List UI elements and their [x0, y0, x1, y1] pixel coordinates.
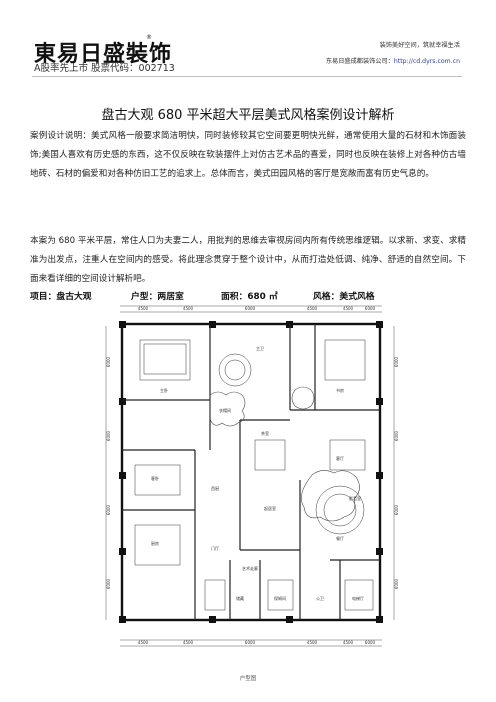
landscape-outlines	[209, 386, 360, 522]
room-label: 衣帽间	[219, 407, 231, 413]
room-label: 书房	[336, 387, 344, 393]
project-layout: 户型：两居室	[131, 292, 184, 302]
room-label: 艺术走廊	[242, 565, 258, 571]
dimension-label: 6000	[245, 306, 256, 311]
design-description-paragraph: 案例设计说明：美式风格一般要求简洁明快，同时装修较其它空间要更明快光鲜，通常使用…	[30, 131, 466, 179]
dimension-label: 6000	[245, 640, 256, 645]
floor-plan-caption: 户型图	[239, 676, 257, 682]
room-label: 西厨	[211, 485, 219, 491]
room-label: 客厅	[336, 455, 344, 461]
room-label: 餐厅	[336, 535, 344, 541]
dimension-label: 6000	[106, 504, 111, 515]
dimension-label: 4500	[138, 640, 149, 645]
room-label: 门厅	[211, 545, 219, 551]
room-label: 客卧	[151, 475, 159, 481]
project-name: 项目：盘古大观	[30, 292, 92, 302]
dimension-label: 6000	[394, 504, 399, 515]
contact-label: 东易日盛成都装饰公司：	[325, 58, 394, 65]
logo-subtitle: A股率先上市 股票代码：002713	[34, 63, 175, 74]
contact-line: 东易日盛成都装饰公司：http://cd.dyrs.com.cn	[326, 56, 460, 65]
dimension-label: 6000	[394, 356, 399, 367]
furniture	[134, 339, 374, 611]
dimension-label: 4500	[343, 306, 354, 311]
room-label: 保姆间	[274, 595, 286, 601]
top-dimension-labels: 4500 4500 6000 4500 4500 6000	[138, 306, 376, 311]
dimension-label: 6000	[394, 430, 399, 441]
bottom-dimension-labels: 4500 4500 6000 4500 4500 6000	[138, 640, 376, 645]
dimension-label: 6000	[365, 306, 376, 311]
room-label: 厨房	[151, 540, 159, 546]
registered-mark: ®	[146, 34, 152, 41]
article-title: 盘古大观 680 平米超大平层美式风格案例设计解析	[101, 108, 395, 123]
dimension-label: 4500	[183, 640, 194, 645]
room-label: 茶室	[261, 430, 269, 436]
dimension-label: 6000	[106, 578, 111, 589]
dimension-label: 6000	[106, 356, 111, 367]
dimension-label: 4500	[307, 640, 318, 645]
dimension-label: 4500	[307, 306, 318, 311]
dimension-label: 6000	[365, 640, 376, 645]
room-label: 主卧	[160, 387, 168, 393]
room-label: 起居室	[264, 505, 276, 511]
contact-url[interactable]: http://cd.dyrs.com.cn	[393, 58, 460, 65]
project-style: 风格：美式风格	[313, 292, 375, 302]
company-logo: 東易日盛裝饰	[34, 41, 173, 67]
project-area: 面积：680 ㎡	[221, 292, 278, 302]
side-dimension-labels: 6000 6000 6000 6000 6000 6000 6000 6000	[106, 356, 399, 589]
dimension-label: 6000	[106, 430, 111, 441]
dimension-label: 6000	[394, 578, 399, 589]
dimension-label: 4500	[138, 306, 149, 311]
dimension-label: 4500	[183, 306, 194, 311]
room-label: 公卫	[316, 596, 324, 601]
structural-columns	[119, 321, 383, 623]
room-label: 主卫	[256, 345, 264, 351]
page-header: 東易日盛裝饰 ® A股率先上市 股票代码：002713 装饰美好空间，筑就幸福生…	[0, 0, 496, 77]
room-label: 储藏	[236, 595, 244, 601]
project-intro-paragraph: 本案为 680 平米平层，常住人口为夫妻二人，用批判的思维去审视房间内所有传统思…	[30, 236, 466, 284]
company-tagline: 装饰美好空间，筑就幸福生活	[379, 42, 460, 49]
room-label: 电梯厅	[352, 595, 364, 601]
room-label: 影音室	[349, 495, 361, 501]
dimension-label: 4500	[343, 640, 354, 645]
interior-walls	[122, 324, 380, 620]
header-divider	[32, 76, 462, 77]
